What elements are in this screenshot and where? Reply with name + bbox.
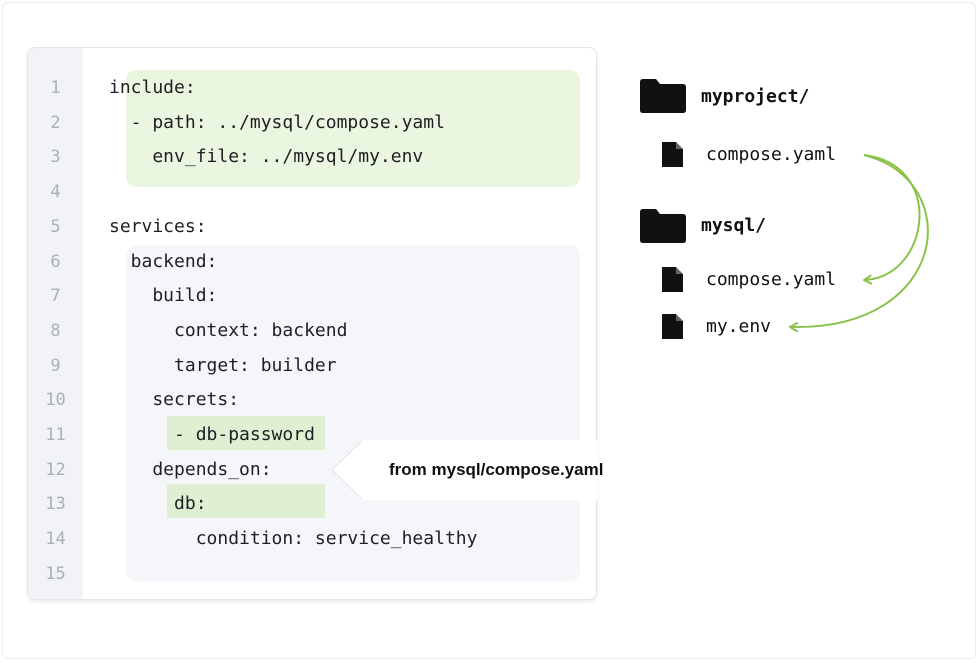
- line-number: 14: [45, 529, 66, 549]
- line-number: 2: [50, 113, 61, 133]
- file-icon: [662, 267, 683, 292]
- line-number-gutter: [28, 48, 83, 599]
- file-icon: [662, 142, 683, 167]
- line-number: 9: [50, 356, 61, 376]
- line-number: 7: [50, 286, 61, 306]
- code-line: depends_on:: [109, 459, 272, 480]
- line-number: 6: [50, 252, 61, 272]
- file-label-root-compose: compose.yaml: [706, 144, 837, 165]
- line-number: 4: [50, 182, 61, 202]
- code-line: services:: [109, 216, 207, 237]
- file-label-mysql-compose: compose.yaml: [706, 269, 837, 290]
- code-line: secrets:: [109, 389, 240, 410]
- folder-icon: [640, 209, 686, 243]
- code-line: - path: ../mysql/compose.yaml: [109, 112, 445, 133]
- services-block-highlight: [126, 245, 580, 581]
- callout-box: from mysql/compose.yaml: [362, 440, 603, 500]
- code-line: - db-password: [109, 424, 315, 445]
- folder-label-mysql: mysql/: [701, 215, 767, 236]
- file-label-my-env: my.env: [706, 316, 772, 337]
- line-number: 5: [50, 217, 61, 237]
- code-line: context: backend: [109, 320, 348, 341]
- db-highlight: [167, 484, 325, 518]
- line-number: 11: [45, 425, 66, 445]
- file-icon: [662, 314, 683, 339]
- arrow-to-mysql-compose: [863, 154, 921, 285]
- arrow-to-my-env: [789, 154, 929, 333]
- line-number: 10: [45, 390, 66, 410]
- callout-pointer: [331, 440, 364, 500]
- code-line: env_file: ../mysql/my.env: [109, 146, 424, 167]
- code-line: condition: service_healthy: [109, 528, 478, 549]
- callout-text: from mysql/compose.yaml: [389, 460, 604, 479]
- line-number: 8: [50, 321, 61, 341]
- line-number: 1: [50, 78, 61, 98]
- line-number: 12: [45, 460, 66, 480]
- folder-icon: [640, 79, 686, 113]
- code-line: backend:: [109, 251, 218, 272]
- code-line: build:: [109, 285, 218, 306]
- line-number: 13: [45, 494, 66, 514]
- code-line: db:: [109, 493, 207, 514]
- secret-highlight: [167, 416, 325, 450]
- code-line: target: builder: [109, 355, 337, 376]
- line-number: 15: [45, 564, 66, 584]
- include-block-highlight: [126, 70, 580, 187]
- code-line: include:: [109, 77, 196, 98]
- code-editor: 1 2 3 4 5 6 7 8 9 10 11 12 13 14 15 incl…: [27, 47, 597, 600]
- line-number: 3: [50, 147, 61, 167]
- folder-label-myproject: myproject/: [701, 86, 810, 107]
